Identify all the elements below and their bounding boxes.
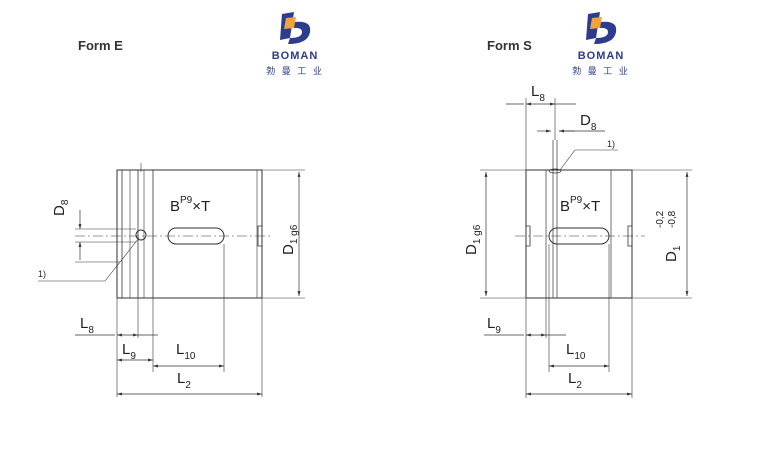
brand-subtitle: 勃 曼 工 业	[572, 66, 630, 76]
form-e-note-label: 1)	[38, 269, 46, 279]
form-e-drawing	[38, 163, 305, 397]
form-s-l2-label: L2	[568, 370, 582, 391]
form-s-labels: L8 D8 1) BP9×T D1 g6 D1 -0,2 -0,8 L9 L10…	[463, 83, 683, 391]
logo-mark-icon	[280, 12, 311, 44]
form-s-tol-upper: -0,2	[655, 210, 666, 228]
brand-subtitle: 勃 曼 工 业	[266, 66, 324, 76]
form-e-title: Form E	[78, 38, 123, 53]
form-e-l10-label: L10	[176, 341, 196, 362]
form-s-l9-label: L9	[487, 315, 501, 336]
form-e-l9-label: L9	[122, 341, 136, 362]
form-s-bp9-label: BP9×T	[560, 195, 600, 215]
form-e-bp9-label: BP9×T	[170, 195, 210, 215]
form-s-note-label: 1)	[607, 139, 615, 149]
form-s-body-outline	[525, 169, 633, 299]
form-e-l8-label: L8	[80, 315, 94, 336]
brand-logo-right: BOMAN 勃 曼 工 业	[556, 8, 646, 78]
form-e-body-outline	[116, 169, 263, 299]
form-s-l10-label: L10	[566, 341, 586, 362]
form-e-labels: D8 1) BP9×T D1 g6 L8 L9 L10 L2	[38, 195, 300, 391]
form-s-d1tol-label: D1	[663, 245, 683, 262]
brand-name: BOMAN	[577, 50, 625, 62]
form-e-hole	[135, 229, 147, 241]
brand-name: BOMAN	[271, 50, 319, 62]
form-s-title: Form S	[487, 38, 532, 53]
form-s-drawing	[480, 98, 692, 398]
form-e-d1-label: D1 g6	[280, 224, 300, 255]
form-e-l2-label: L2	[177, 370, 191, 391]
brand-logo-left: BOMAN 勃 曼 工 业	[250, 8, 340, 78]
form-s-tol-lower: -0,8	[667, 210, 678, 228]
form-s-d1g6-label: D1 g6	[463, 224, 483, 255]
form-s-l8-label: L8	[531, 83, 545, 104]
form-s-d8-label: D8	[580, 112, 597, 133]
form-e-d8-label: D8	[51, 199, 71, 216]
logo-mark-icon	[586, 12, 617, 44]
